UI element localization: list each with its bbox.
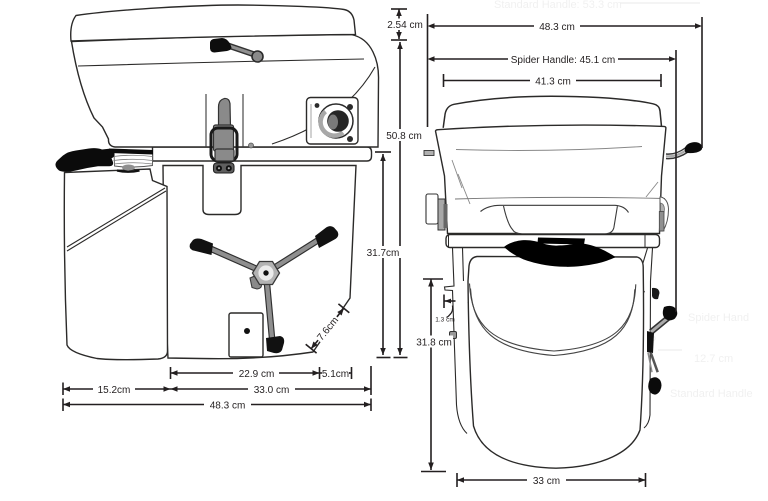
svg-text:2.54 cm: 2.54 cm [387,20,423,31]
svg-text:48.3 cm: 48.3 cm [210,400,246,411]
svg-text:31.7cm: 31.7cm [367,248,400,259]
svg-text:Spider Hand: Spider Hand [688,312,749,324]
svg-text:33.0 cm: 33.0 cm [254,385,290,396]
svg-text:50.8 cm: 50.8 cm [386,131,422,142]
svg-text:33 cm: 33 cm [533,476,560,487]
svg-text:12.7 cm: 12.7 cm [694,353,733,365]
svg-text:5.1cm: 5.1cm [322,369,349,380]
svg-text:22.9 cm: 22.9 cm [239,369,275,380]
svg-text:15.2cm: 15.2cm [98,385,131,396]
svg-text:1.3 cm: 1.3 cm [435,317,455,324]
svg-text:41.3 cm: 41.3 cm [535,76,571,87]
svg-text:Standard Handle: 53.3 cm: Standard Handle: 53.3 cm [494,0,622,11]
svg-text:31.8 cm: 31.8 cm [416,338,452,349]
svg-text:Spider Handle: 45.1 cm: Spider Handle: 45.1 cm [511,55,616,66]
svg-text:Standard Handle: Standard Handle [670,388,753,400]
svg-text:48.3 cm: 48.3 cm [539,22,575,33]
